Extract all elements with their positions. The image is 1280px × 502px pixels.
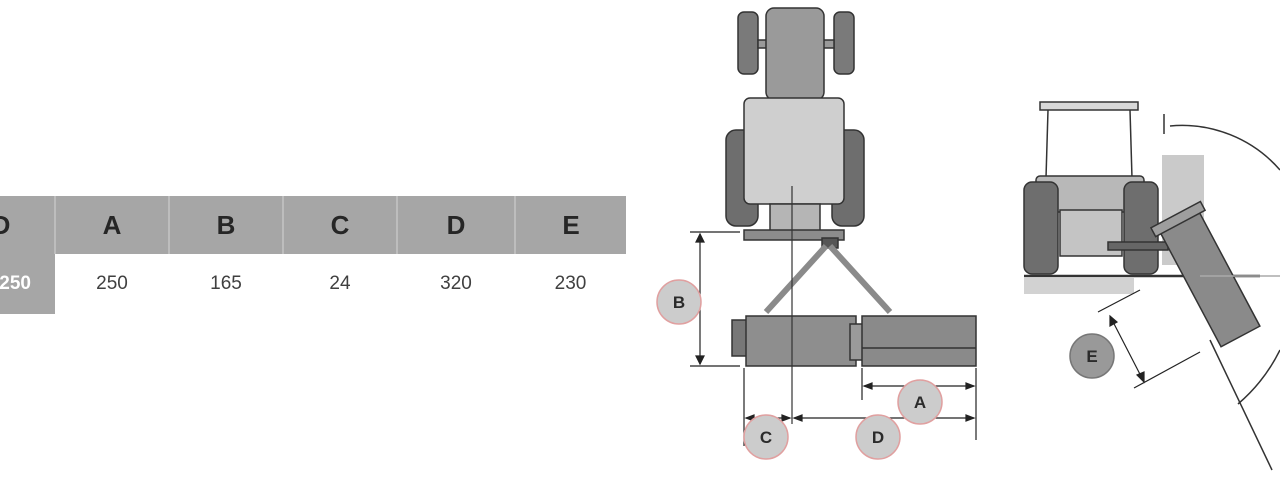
mower-top-view (731, 186, 977, 424)
label-b: B (656, 279, 702, 325)
svg-text:C: C (760, 428, 772, 447)
cell-e: 230 (515, 254, 626, 314)
header-d: D (397, 196, 516, 254)
svg-text:E: E (1086, 347, 1097, 366)
svg-text:D: D (872, 428, 884, 447)
header-a: A (55, 196, 170, 254)
tractor-top-view (725, 7, 893, 315)
cell-c: 24 (283, 254, 397, 314)
spec-value-row: 250 250 165 24 320 230 (0, 254, 626, 314)
cell-model: 250 (0, 254, 55, 314)
header-c: C (283, 196, 398, 254)
label-e: E (1069, 333, 1115, 379)
cell-a: 250 (55, 254, 169, 314)
label-a: A (897, 379, 943, 425)
header-model: D (0, 196, 56, 254)
header-e: E (515, 196, 626, 254)
spec-header-row: D A B C D E (0, 196, 626, 254)
dimension-e (1097, 289, 1201, 389)
cell-d: 320 (397, 254, 515, 314)
label-c: C (743, 414, 789, 460)
cell-b: 165 (169, 254, 283, 314)
header-b: B (169, 196, 284, 254)
mower-dimension-diagram: B A C D E (656, 7, 1280, 471)
spec-table: D A B C D E 250 250 165 24 320 230 (0, 196, 626, 314)
label-d: D (855, 414, 901, 460)
tractor-rear-view (1023, 101, 1280, 471)
svg-text:B: B (673, 293, 685, 312)
svg-text:A: A (914, 393, 926, 412)
